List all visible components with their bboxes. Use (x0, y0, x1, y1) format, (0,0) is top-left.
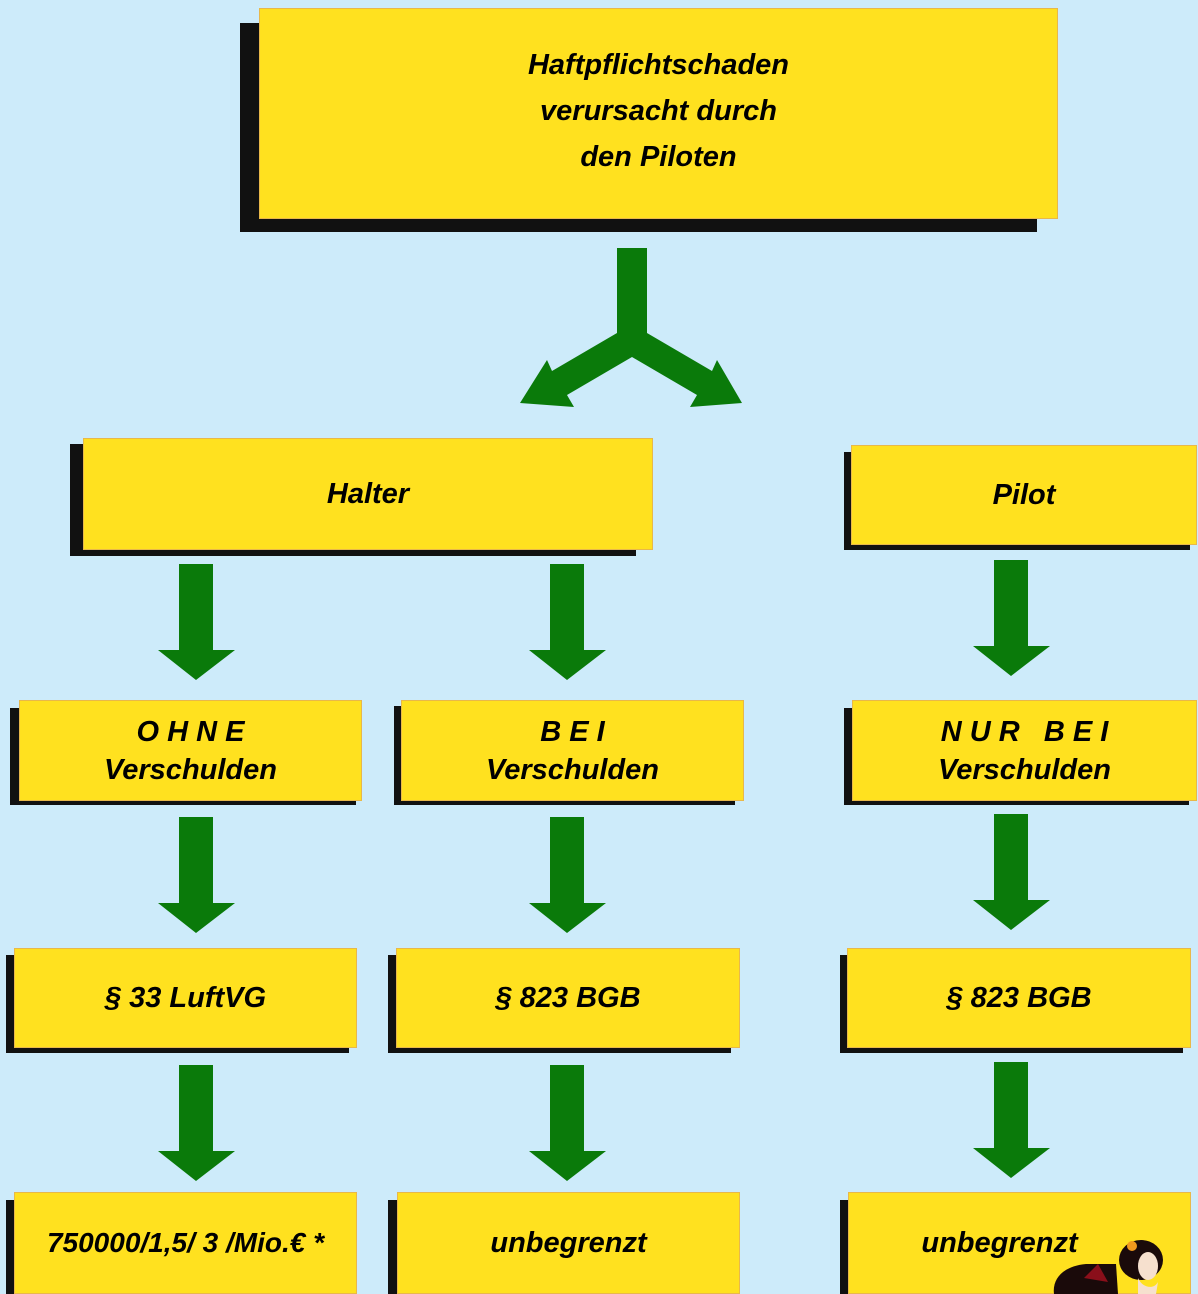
limit-bei-label: unbegrenzt (490, 1227, 647, 1259)
down-arrow-icon (973, 1062, 1050, 1178)
luftvg-box: § 33 LuftVG (14, 948, 357, 1048)
bgb-halter-label: § 823 BGB (495, 982, 641, 1014)
top-box-line2: verursacht durch (540, 94, 777, 127)
nurbei-line2: Verschulden (938, 753, 1111, 786)
mascot-figure (1053, 1240, 1163, 1294)
limit-bei-box: unbegrenzt (397, 1192, 740, 1294)
limit-pilot-label: unbegrenzt (921, 1227, 1078, 1259)
pilot-label: Pilot (992, 479, 1056, 511)
down-arrow-icon (529, 564, 606, 680)
nurbei-line1: N U R B E I (940, 715, 1109, 748)
pilot-box: Pilot (851, 445, 1197, 545)
split-arrow-icon (520, 248, 742, 407)
down-arrow-icon (529, 1065, 606, 1181)
bei-line1: B E I (540, 715, 605, 748)
bgb-pilot-label: § 823 BGB (946, 982, 1092, 1014)
down-arrow-icon (529, 817, 606, 933)
ohne-line2: Verschulden (104, 753, 277, 786)
down-arrow-icon (973, 560, 1050, 676)
bei-box: B E I Verschulden (401, 700, 744, 801)
top-box: Haftpflichtschaden verursacht durch den … (259, 8, 1058, 219)
limit-ohne-box: 750000/1,5/ 3 /Mio.€ * (14, 1192, 357, 1294)
nurbei-box: N U R B E I Verschulden (852, 700, 1197, 801)
ohne-line1: O H N E (136, 715, 245, 748)
top-box-line3: den Piloten (580, 140, 737, 173)
down-arrow-icon (158, 1065, 235, 1181)
halter-box: Halter (83, 438, 653, 550)
bei-line2: Verschulden (486, 753, 659, 786)
down-arrow-icon (973, 814, 1050, 930)
ohne-box: O H N E Verschulden (19, 700, 362, 801)
bgb-pilot-box: § 823 BGB (847, 948, 1191, 1048)
luftvg-label: § 33 LuftVG (104, 982, 267, 1014)
bgb-halter-box: § 823 BGB (396, 948, 740, 1048)
down-arrow-icon (158, 817, 235, 933)
halter-label: Halter (326, 478, 410, 510)
limit-ohne-label: 750000/1,5/ 3 /Mio.€ * (46, 1227, 325, 1258)
top-box-line1: Haftpflichtschaden (527, 48, 790, 81)
down-arrow-icon (158, 564, 235, 680)
